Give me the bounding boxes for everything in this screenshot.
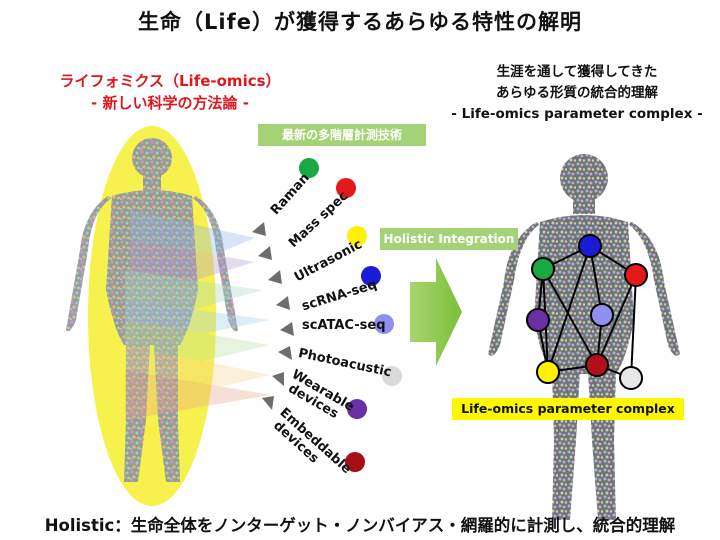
right-heading: 生涯を通して獲得してきた あらゆる形質の統合的理解 - Life-omics p… [432, 62, 720, 125]
network-node-green [531, 257, 555, 281]
tech-dot-1 [299, 158, 319, 178]
left-heading: ライフォミクス（Life-omics） - 新しい科学の方法論 - [50, 70, 290, 114]
tech-dot-2 [336, 178, 356, 198]
network-edge-9 [630, 274, 637, 379]
right-human-figure [488, 154, 680, 520]
footer-statement: Holistic：生命全体をノンターゲット・ノンバイアス・網羅的に計測し、統合的… [44, 516, 676, 535]
tech-banner: 最新の多階層計測技術 [258, 124, 426, 146]
left-human-figure [66, 138, 238, 482]
network-edge-4 [547, 245, 591, 373]
tech-dot-3 [347, 226, 367, 246]
right-heading-line1: 生涯を通して獲得してきた [496, 64, 658, 80]
tech-label-scatac-seq: scATAC-seq [302, 318, 386, 333]
network-node-blue [578, 234, 602, 258]
tech-dot-4 [361, 266, 381, 286]
holistic-integration-banner: Holistic Integration [380, 228, 518, 250]
right-heading-line3: - Life-omics parameter complex - [451, 106, 703, 122]
tech-dot-7 [347, 399, 367, 419]
network-node-purple [526, 308, 550, 332]
right-heading-line2: あらゆる形質の統合的理解 [496, 85, 658, 101]
tech-dot-8 [345, 452, 365, 472]
left-heading-line1: ライフォミクス（Life-omics） [59, 72, 281, 90]
measurement-beams [125, 210, 270, 420]
probe-markers [252, 222, 294, 410]
page-title: 生命（Life）が獲得するあらゆる特性の解明 [138, 10, 582, 34]
tech-dot-6 [382, 366, 402, 386]
tech-dot-5 [374, 314, 394, 334]
network-node-yellow [536, 360, 560, 384]
integration-arrow [410, 258, 462, 366]
network-edge-7 [542, 268, 598, 366]
network-node-red [624, 263, 648, 287]
network-node-lavender [590, 303, 614, 327]
network-node-darkred [585, 353, 609, 377]
network-edge-8 [596, 274, 637, 366]
network-node-white [619, 366, 643, 390]
left-heading-line2: - 新しい科学の方法論 - [91, 94, 249, 112]
parameter-complex-banner: Life-omics parameter complex [452, 398, 684, 420]
